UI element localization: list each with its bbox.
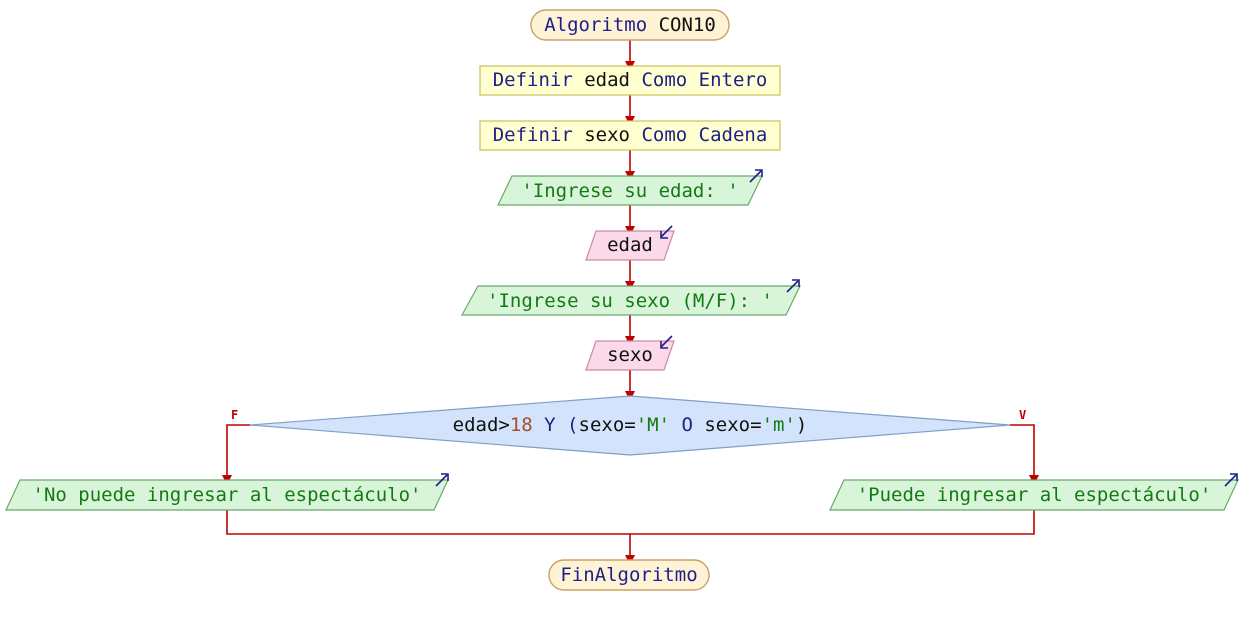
connector-true-branch [1010,424,1039,485]
input-sexo-label: sexo [607,344,653,366]
output-no-puede: 'No puede ingresar al espectáculo' [5,473,449,511]
input-sexo: sexo [585,335,675,371]
define-sexo-label: Definir sexo Como Cadena [493,124,768,146]
input-arrow-icon [660,335,673,349]
output-ingrese-sexo-label: 'Ingrese su sexo (M/F): ' [487,290,773,312]
input-arrow-icon [660,225,673,239]
define-edad-box: Definir edad Como Entero [479,65,781,96]
true-branch-label: V [1019,408,1026,422]
input-edad-label: edad [607,234,653,256]
output-no-puede-label: 'No puede ingresar al espectáculo' [33,484,422,506]
connectors [222,40,1039,565]
connector-false-branch [222,424,250,485]
output-arrow-icon [786,279,800,293]
connector-true-merge [630,510,1035,535]
output-puede: 'Puede ingresar al espectáculo' [829,473,1239,511]
connector-false-merge [226,510,630,535]
output-ingrese-edad-label: 'Ingrese su edad: ' [521,180,738,202]
output-puede-label: 'Puede ingresar al espectáculo' [857,484,1212,506]
define-edad-label: Definir edad Como Entero [493,69,768,91]
start-terminal: Algoritmo CON10 [530,9,730,41]
output-ingrese-edad: 'Ingrese su edad: ' [497,169,763,206]
input-edad: edad [585,225,675,261]
output-arrow-icon [1224,473,1238,487]
end-label: FinAlgoritmo [560,564,697,586]
define-sexo-box: Definir sexo Como Cadena [479,120,781,151]
false-branch-label: F [231,408,238,422]
start-label: Algoritmo CON10 [544,14,716,36]
output-ingrese-sexo: 'Ingrese su sexo (M/F): ' [460,279,801,316]
decision-diamond: edad>18 Y (sexo='M' O sexo='m') [249,395,1011,456]
decision-condition: edad>18 Y (sexo='M' O sexo='m') [453,414,808,436]
output-arrow-icon [435,473,449,487]
end-terminal: FinAlgoritmo [548,559,710,591]
output-arrow-icon [749,169,763,183]
